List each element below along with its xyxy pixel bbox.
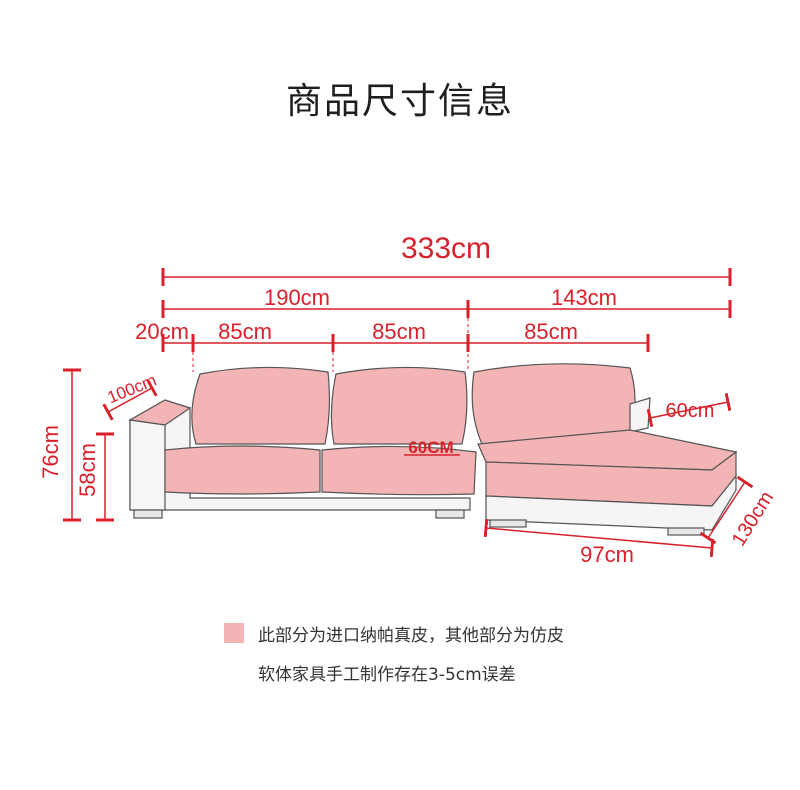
left-armrest-side bbox=[129, 419, 166, 511]
label-armrest: 20cm bbox=[135, 319, 189, 344]
seat-cushion-1 bbox=[164, 445, 321, 495]
label-depth: 100cm bbox=[105, 371, 159, 408]
back-cushion-3 bbox=[471, 363, 636, 445]
legend-text-tolerance: 软体家具手工制作存在3-5cm误差 bbox=[258, 664, 516, 685]
back-cushion-1 bbox=[191, 366, 331, 445]
dim-line-depth bbox=[102, 379, 158, 421]
middle-foot bbox=[435, 509, 465, 519]
back-cushion-2 bbox=[330, 366, 468, 445]
legend-text-material: 此部分为进口纳帕真皮，其他部分为仿皮 bbox=[258, 625, 564, 646]
left-foot bbox=[133, 509, 163, 519]
legend: 此部分为进口纳帕真皮，其他部分为仿皮 软体家具手工制作存在3-5cm误差 bbox=[224, 620, 564, 685]
chaise-foot-2 bbox=[667, 527, 705, 536]
label-left-section: 190cm bbox=[264, 285, 330, 310]
dimension-lines bbox=[63, 268, 754, 558]
page-title: 商品尺寸信息 bbox=[285, 81, 514, 122]
seat-cushion-2 bbox=[321, 445, 477, 496]
label-inner-depth: 60CM bbox=[408, 438, 453, 457]
label-overall-height: 76cm bbox=[38, 425, 63, 479]
label-seat-1: 85cm bbox=[218, 319, 272, 344]
legend-row-tolerance: 软体家具手工制作存在3-5cm误差 bbox=[224, 659, 564, 685]
label-total-width: 333cm bbox=[401, 232, 491, 265]
label-chaise-width: 97cm bbox=[580, 542, 634, 567]
chaise-back-rest bbox=[629, 397, 651, 433]
dim-line-chaise-width bbox=[483, 518, 715, 558]
dim-line-chaise-back bbox=[646, 392, 732, 428]
label-seat-2: 85cm bbox=[372, 319, 426, 344]
label-right-section: 143cm bbox=[551, 285, 617, 310]
label-chaise-back: 60cm bbox=[666, 400, 715, 422]
chaise-foot-1 bbox=[489, 519, 527, 528]
label-seat-3: 85cm bbox=[524, 319, 578, 344]
legend-row-leather: 此部分为进口纳帕真皮，其他部分为仿皮 bbox=[224, 620, 564, 646]
label-seat-height: 58cm bbox=[75, 443, 100, 497]
leather-color-swatch bbox=[224, 623, 244, 643]
